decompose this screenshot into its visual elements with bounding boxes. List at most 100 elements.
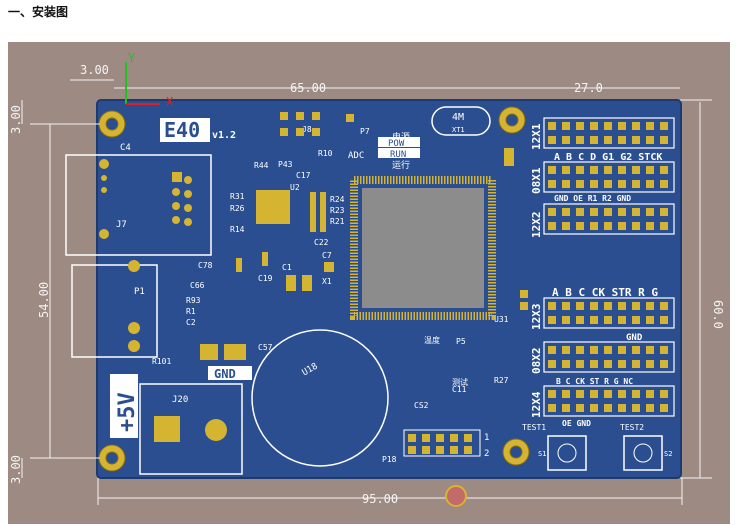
power-label: +5V: [115, 392, 140, 432]
svg-text:3.00: 3.00: [80, 63, 109, 77]
dimension-lines: [21, 79, 712, 505]
test1-button: [547, 435, 587, 471]
j20-pad-round: [205, 419, 227, 441]
svg-text:C57: C57: [258, 343, 273, 352]
mounting-holes: [98, 106, 530, 472]
pow-led: [378, 137, 420, 147]
j20-label: J20: [172, 395, 188, 405]
svg-text:R14: R14: [230, 225, 245, 234]
svg-text:R23: R23: [330, 206, 345, 215]
svg-text:R10: R10: [318, 149, 333, 158]
pin-two-label: 2: [484, 449, 489, 459]
test1-button-cap: [557, 443, 577, 463]
test2-button: [623, 435, 663, 471]
p18-label: P18: [382, 455, 397, 464]
svg-text:R1: R1: [186, 307, 196, 316]
svg-text:C78: C78: [198, 261, 213, 270]
svg-text:U2: U2: [290, 183, 300, 192]
main-chip-pins: [350, 176, 496, 320]
svg-text:GND: GND: [626, 333, 643, 343]
svg-text:P5: P5: [456, 337, 466, 346]
connector-group-labels: 12X1 08X1 12X2 12X3 08X2 12X4: [530, 123, 543, 418]
j20-connector: [139, 383, 243, 475]
j7-pads: [99, 159, 192, 239]
model-label: E40: [164, 118, 200, 142]
svg-text:C1: C1: [282, 263, 292, 272]
battery-holder: [251, 329, 389, 467]
svg-text:R31: R31: [230, 192, 245, 201]
svg-text:OE GND: OE GND: [562, 419, 591, 428]
version-label: v1.2: [212, 130, 236, 141]
run-label: RUN: [390, 150, 406, 160]
hub75-connectors: [548, 122, 668, 412]
svg-text:J8: J8: [302, 125, 312, 134]
svg-text:R27: R27: [494, 376, 509, 385]
svg-text:R101: R101: [152, 357, 171, 366]
y-axis-label: Y: [128, 51, 136, 65]
test2-button-cap: [633, 443, 653, 463]
svg-text:GND OE R1 R2 GND: GND OE R1 R2 GND: [554, 194, 631, 203]
svg-text:温度: 温度: [424, 335, 440, 345]
adc-label: ADC: [348, 151, 364, 161]
svg-text:R21: R21: [330, 217, 345, 226]
run-led: [378, 148, 420, 158]
smd-pads: [200, 112, 528, 360]
svg-text:12X4: 12X4: [530, 391, 543, 418]
svg-text:C7: C7: [322, 251, 332, 260]
svg-text:08X1: 08X1: [530, 167, 543, 194]
svg-text:3.00: 3.00: [9, 105, 23, 134]
svg-text:A B C D G1 G2 STCK: A B C D G1 G2 STCK: [554, 152, 662, 163]
svg-text:R93: R93: [186, 296, 201, 305]
svg-text:3.00: 3.00: [9, 455, 23, 484]
power-label-box: [110, 374, 138, 438]
s1-label: S1: [538, 450, 546, 458]
svg-text:08X2: 08X2: [530, 348, 543, 375]
crystal-label: 4M: [452, 112, 464, 123]
svg-text:U31: U31: [494, 315, 509, 324]
gnd-label-box: [208, 366, 252, 380]
svg-text:C11: C11: [452, 385, 467, 394]
svg-text:C17: C17: [296, 171, 311, 180]
gnd-label: GND: [214, 367, 236, 381]
svg-text:A B C CK STR R G: A B C CK STR R G: [552, 286, 658, 299]
svg-text:12X2: 12X2: [530, 212, 543, 239]
p18-pads: [408, 434, 472, 454]
svg-text:P7: P7: [360, 127, 370, 136]
test1-label: TEST1: [522, 423, 546, 432]
svg-text:测试: 测试: [452, 377, 468, 387]
origin-marker: [445, 485, 467, 507]
svg-text:27.0: 27.0: [574, 81, 603, 95]
svg-text:12X1: 12X1: [530, 123, 543, 150]
svg-text:C19: C19: [258, 274, 273, 283]
svg-text:12X3: 12X3: [530, 304, 543, 331]
j7-label: J7: [116, 220, 127, 230]
run-cn-label: 运行: [392, 159, 410, 171]
p1-connector: [71, 264, 158, 358]
c4-label: C4: [120, 143, 131, 153]
main-chip: [362, 188, 484, 308]
svg-text:R24: R24: [330, 195, 345, 204]
svg-text:54.00: 54.00: [37, 282, 51, 318]
model-box: [160, 118, 210, 142]
j7-connector: [65, 154, 212, 256]
pow-label: POW: [388, 139, 405, 149]
crystal-ref: XT1: [452, 126, 465, 134]
svg-text:C66: C66: [190, 281, 205, 290]
crystal-xt1: [431, 106, 491, 136]
test2-label: TEST2: [620, 423, 644, 432]
svg-text:C2: C2: [186, 318, 196, 327]
pin-one-label: 1: [484, 433, 489, 443]
svg-text:CS2: CS2: [414, 401, 429, 410]
svg-text:X1: X1: [322, 277, 332, 286]
j20-pad-square: [154, 416, 180, 442]
x-axis-label: X: [166, 95, 174, 109]
p1-pads: [128, 260, 140, 352]
s2-label: S2: [664, 450, 672, 458]
dimension-labels: 3.00 65.00 27.0 95.00 54.00 60.0 3.00 3.…: [9, 63, 725, 506]
svg-text:C22: C22: [314, 238, 329, 247]
svg-text:R44: R44: [254, 161, 269, 170]
svg-text:B C CK ST R G NC: B C CK ST R G NC: [556, 377, 633, 386]
svg-text:65.00: 65.00: [290, 81, 326, 95]
p18-header: [403, 429, 481, 457]
